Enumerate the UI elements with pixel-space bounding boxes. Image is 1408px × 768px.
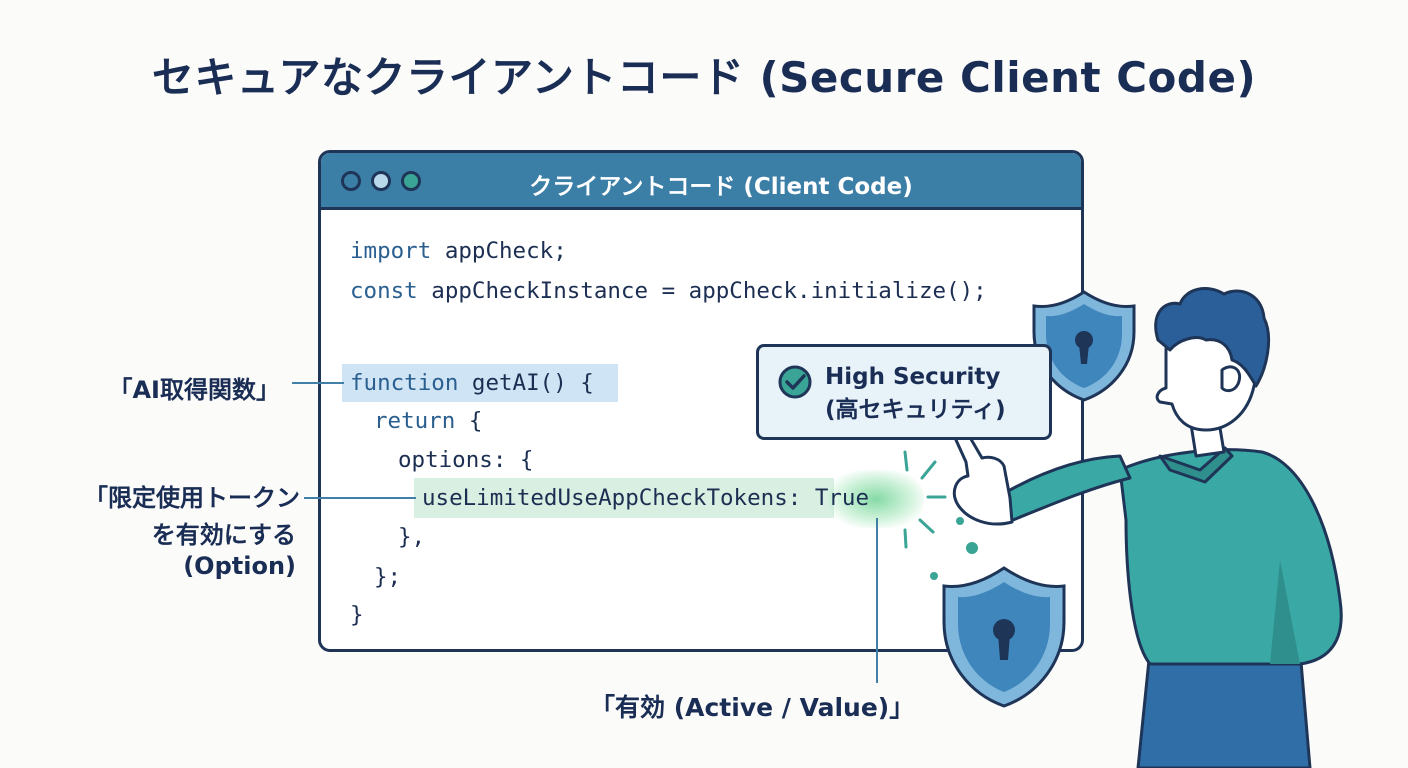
limited-token-label-line1: 「限定使用トークン bbox=[84, 484, 300, 512]
code-line-import: import appCheck; bbox=[350, 238, 567, 264]
code-text: { bbox=[455, 408, 483, 434]
limited-token-label-line2: を有効にする bbox=[151, 521, 296, 549]
window-title: クライアントコード (Client Code) bbox=[529, 174, 913, 200]
window-control-dot[interactable] bbox=[341, 171, 361, 191]
check-circle-icon bbox=[777, 364, 813, 400]
ai-function-connector bbox=[292, 382, 344, 384]
code-line-options: options: { bbox=[398, 447, 534, 473]
window-titlebar: クライアントコード (Client Code) bbox=[321, 153, 1081, 210]
limited-token-connector bbox=[304, 497, 416, 499]
code-keyword: function bbox=[350, 370, 459, 396]
security-badge: High Security (高セキュリティ) bbox=[756, 344, 1052, 440]
page-title: セキュアなクライアントコード (Secure Client Code) bbox=[151, 53, 1257, 102]
active-value-label: 「有効 (Active / Value)」 bbox=[590, 693, 915, 722]
code-keyword: import bbox=[350, 238, 432, 264]
code-line-return: return { bbox=[374, 408, 482, 434]
code-line-limited-use: useLimitedUseAppCheckTokens: True bbox=[422, 485, 869, 511]
window-control-dot[interactable] bbox=[401, 171, 421, 191]
security-badge-line1: High Security bbox=[825, 364, 1001, 390]
function-highlight bbox=[342, 364, 618, 402]
code-text: appCheckInstance = appCheck.initialize()… bbox=[417, 278, 987, 304]
code-text: getAI() { bbox=[458, 370, 594, 396]
code-line-function: function getAI() { bbox=[350, 370, 594, 396]
option-highlight bbox=[414, 478, 834, 518]
security-badge-line2: (高セキュリティ) bbox=[825, 397, 1006, 423]
code-text: appCheck; bbox=[431, 238, 567, 264]
code-value-true: True bbox=[814, 485, 870, 511]
code-line-close-function: } bbox=[350, 602, 364, 628]
security-badge-text: High Security (高セキュリティ) bbox=[825, 361, 1006, 427]
code-line-const: const appCheckInstance = appCheck.initia… bbox=[350, 278, 987, 304]
window-control-dot[interactable] bbox=[371, 171, 391, 191]
code-line-close-return: }; bbox=[374, 564, 402, 590]
ai-function-label: 「AI取得関数」 bbox=[108, 376, 280, 404]
code-text: useLimitedUseAppCheckTokens: bbox=[422, 485, 802, 511]
limited-token-label-line3: (Option) bbox=[183, 552, 296, 580]
code-keyword: const bbox=[350, 278, 418, 304]
code-keyword: return bbox=[374, 408, 456, 434]
code-line-close-options: }, bbox=[398, 524, 426, 550]
value-connector bbox=[876, 518, 878, 683]
